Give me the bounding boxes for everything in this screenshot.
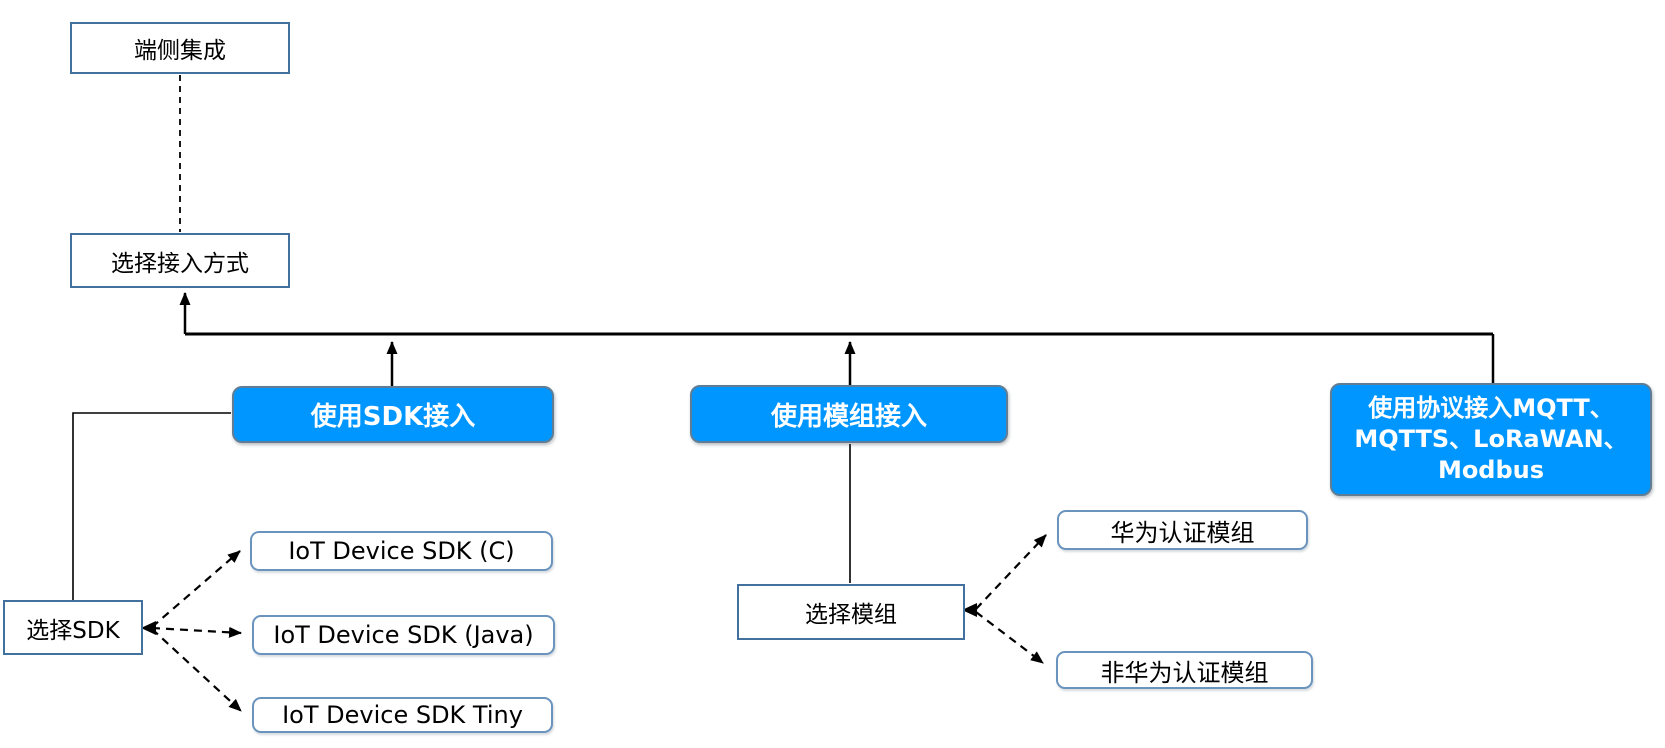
node-choose-access-method: 选择接入方式 <box>70 233 290 288</box>
node-huawei-module: 华为认证模组 <box>1057 510 1308 550</box>
connector-choose-module-to-huawei <box>975 534 1047 610</box>
node-choose-sdk-label: 选择SDK <box>26 617 120 644</box>
node-choose-module: 选择模组 <box>737 584 965 640</box>
node-choose-access-method-label: 选择接入方式 <box>111 250 249 277</box>
node-protocol-access: 使用协议接入MQTT、MQTTS、LoRaWAN、Modbus <box>1330 383 1652 496</box>
node-sdk-access-label: 使用SDK接入 <box>310 402 476 432</box>
node-sdk-java: IoT Device SDK (Java) <box>252 615 555 655</box>
node-non-huawei-module-label: 非华为认证模组 <box>1100 658 1269 687</box>
connector-choose-sdk-to-sdk-tiny <box>151 628 242 712</box>
connector-choose-sdk-back-arrowhead <box>141 621 156 635</box>
node-choose-module-label: 选择模组 <box>805 602 897 628</box>
node-module-access-label: 使用模组接入 <box>770 401 927 432</box>
node-sdk-java-label: IoT Device SDK (Java) <box>273 621 534 649</box>
connector-choose-sdk-to-sdk-java <box>151 626 242 638</box>
node-choose-sdk: 选择SDK <box>3 600 143 655</box>
connector-choose-sdk-elbow <box>72 412 231 600</box>
node-sdk-c: IoT Device SDK (C) <box>250 531 553 571</box>
node-sdk-access: 使用SDK接入 <box>232 386 554 443</box>
node-device-integration: 端侧集成 <box>70 22 290 74</box>
node-sdk-tiny-label: IoT Device SDK Tiny <box>282 701 523 729</box>
connector-choose-sdk-to-sdk-c <box>151 550 241 628</box>
node-huawei-module-label: 华为认证模组 <box>1110 518 1255 547</box>
node-sdk-c-label: IoT Device SDK (C) <box>288 537 515 565</box>
connector-choose-module-to-non-huawei <box>975 611 1044 664</box>
node-device-integration-label: 端侧集成 <box>134 38 226 64</box>
node-protocol-access-label: 使用协议接入MQTT、MQTTS、LoRaWAN、Modbus <box>1354 393 1628 485</box>
node-module-access: 使用模组接入 <box>690 385 1008 443</box>
node-non-huawei-module: 非华为认证模组 <box>1056 651 1313 689</box>
node-sdk-tiny: IoT Device SDK Tiny <box>252 697 553 733</box>
